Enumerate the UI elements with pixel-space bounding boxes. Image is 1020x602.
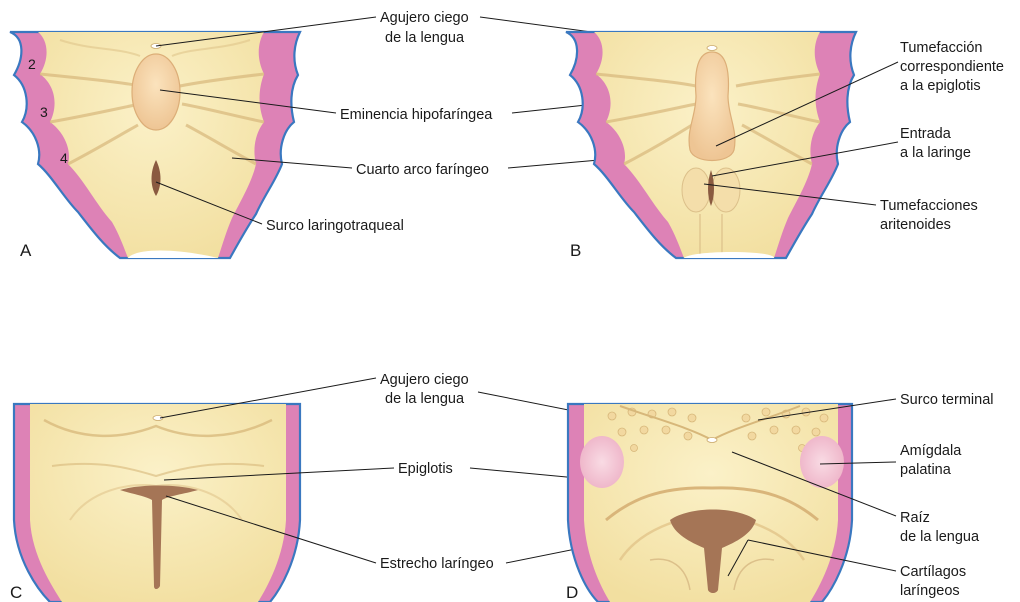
label-laryngeal-cartilages-line2: laríngeos (900, 583, 960, 599)
panel-b: B Tumefacción correspondiente a la epigl… (566, 32, 1004, 260)
arch-number-3: 3 (40, 104, 48, 120)
panel-letter-c: C (10, 583, 22, 602)
label-tongue-root-line1: Raíz (900, 510, 930, 526)
label-fourth-arch: Cuarto arco faríngeo (356, 162, 489, 178)
label-laryngeal-entrance-line1: Entrada (900, 126, 952, 142)
label-tongue-root-line2: de la lengua (900, 529, 980, 545)
label-laryngeal-cartilages-line1: Cartílagos (900, 564, 966, 580)
label-arytenoid-line2: aritenoides (880, 217, 951, 233)
arch-number-4: 4 (60, 150, 68, 166)
panel-letter-b: B (570, 241, 581, 260)
label-laryngeal-orifice: Estrecho laríngeo (380, 556, 494, 572)
panel-c-illustration (14, 404, 300, 602)
panel-a-illustration (10, 32, 300, 258)
label-laryngotracheal-groove: Surco laringotraqueal (266, 218, 404, 234)
arch-number-2: 2 (28, 56, 36, 72)
label-arytenoid-line1: Tumefacciones (880, 198, 978, 214)
panel-c: C Agujero ciego de la lengua Epiglotis E… (10, 372, 494, 602)
panel-d-illustration (568, 404, 852, 602)
label-foramen-a-line1: Agujero ciego (380, 10, 469, 26)
label-palatine-tonsil-line2: palatina (900, 462, 952, 478)
label-epiglottis: Epiglotis (398, 461, 453, 477)
label-hypobranchial-eminence: Eminencia hipofaríngea (340, 107, 493, 123)
label-sulcus-terminalis: Surco terminal (900, 392, 993, 408)
panel-b-illustration (566, 32, 856, 258)
label-epiglottal-swelling-line3: a la epiglotis (900, 78, 981, 94)
panel-a: 2 3 4 A Agujero ciego de la lengua Emine… (10, 10, 493, 260)
panel-d: D Surco terminal Amígdala palatina Raíz … (566, 392, 993, 602)
panel-letter-a: A (20, 241, 32, 260)
label-palatine-tonsil-line1: Amígdala (900, 443, 962, 459)
label-laryngeal-entrance-line2: a la laringe (900, 145, 971, 161)
label-foramen-a-line2: de la lengua (385, 30, 465, 46)
label-foramen-c-line2: de la lengua (385, 391, 465, 407)
label-epiglottal-swelling-line2: correspondiente (900, 59, 1004, 75)
label-foramen-c-line1: Agujero ciego (380, 372, 469, 388)
label-epiglottal-swelling-line1: Tumefacción (900, 40, 982, 56)
panel-letter-d: D (566, 583, 578, 602)
